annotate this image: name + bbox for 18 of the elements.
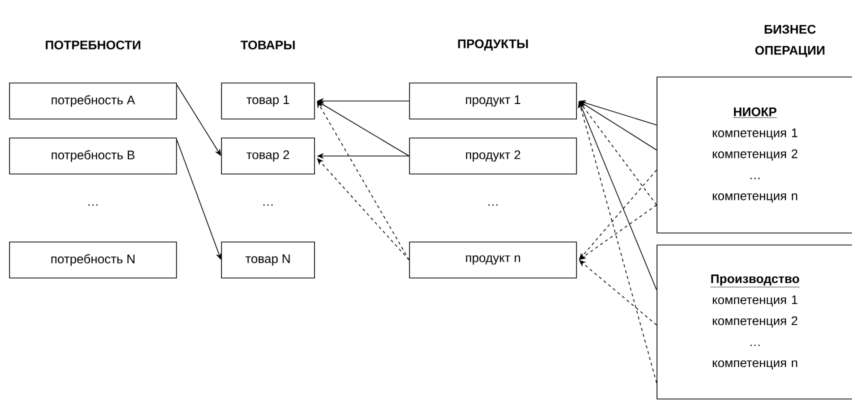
column-heading: ТОВАРЫ <box>240 40 295 50</box>
process-box: товар 1 <box>221 82 315 120</box>
column-heading: БИЗНЕС ОПЕРАЦИИ <box>755 24 824 58</box>
ellipsis: … <box>488 204 498 206</box>
process-box: потребность B <box>9 138 177 174</box>
process-box: товар 2 <box>221 138 315 174</box>
process-box: продукт 1 <box>409 82 577 120</box>
column-heading: ПРОДУКТЫ <box>458 39 528 51</box>
process-box: продукт 2 <box>409 138 577 174</box>
ellipsis: … <box>263 204 273 206</box>
group-box: НИОКР компетенция 1 компетенция 2 … компетенция n <box>656 76 852 234</box>
ellipsis: … <box>88 204 98 206</box>
process-box: товар N <box>221 242 315 278</box>
column-heading: ПОТРЕБНОСТИ <box>46 40 140 50</box>
process-box: продукт n <box>409 242 577 278</box>
process-box: потребность N <box>9 242 177 278</box>
process-box: потребность A <box>9 82 177 120</box>
group-box: Производство компетенция 1 компетенция 2 … компетенция n <box>656 244 852 400</box>
